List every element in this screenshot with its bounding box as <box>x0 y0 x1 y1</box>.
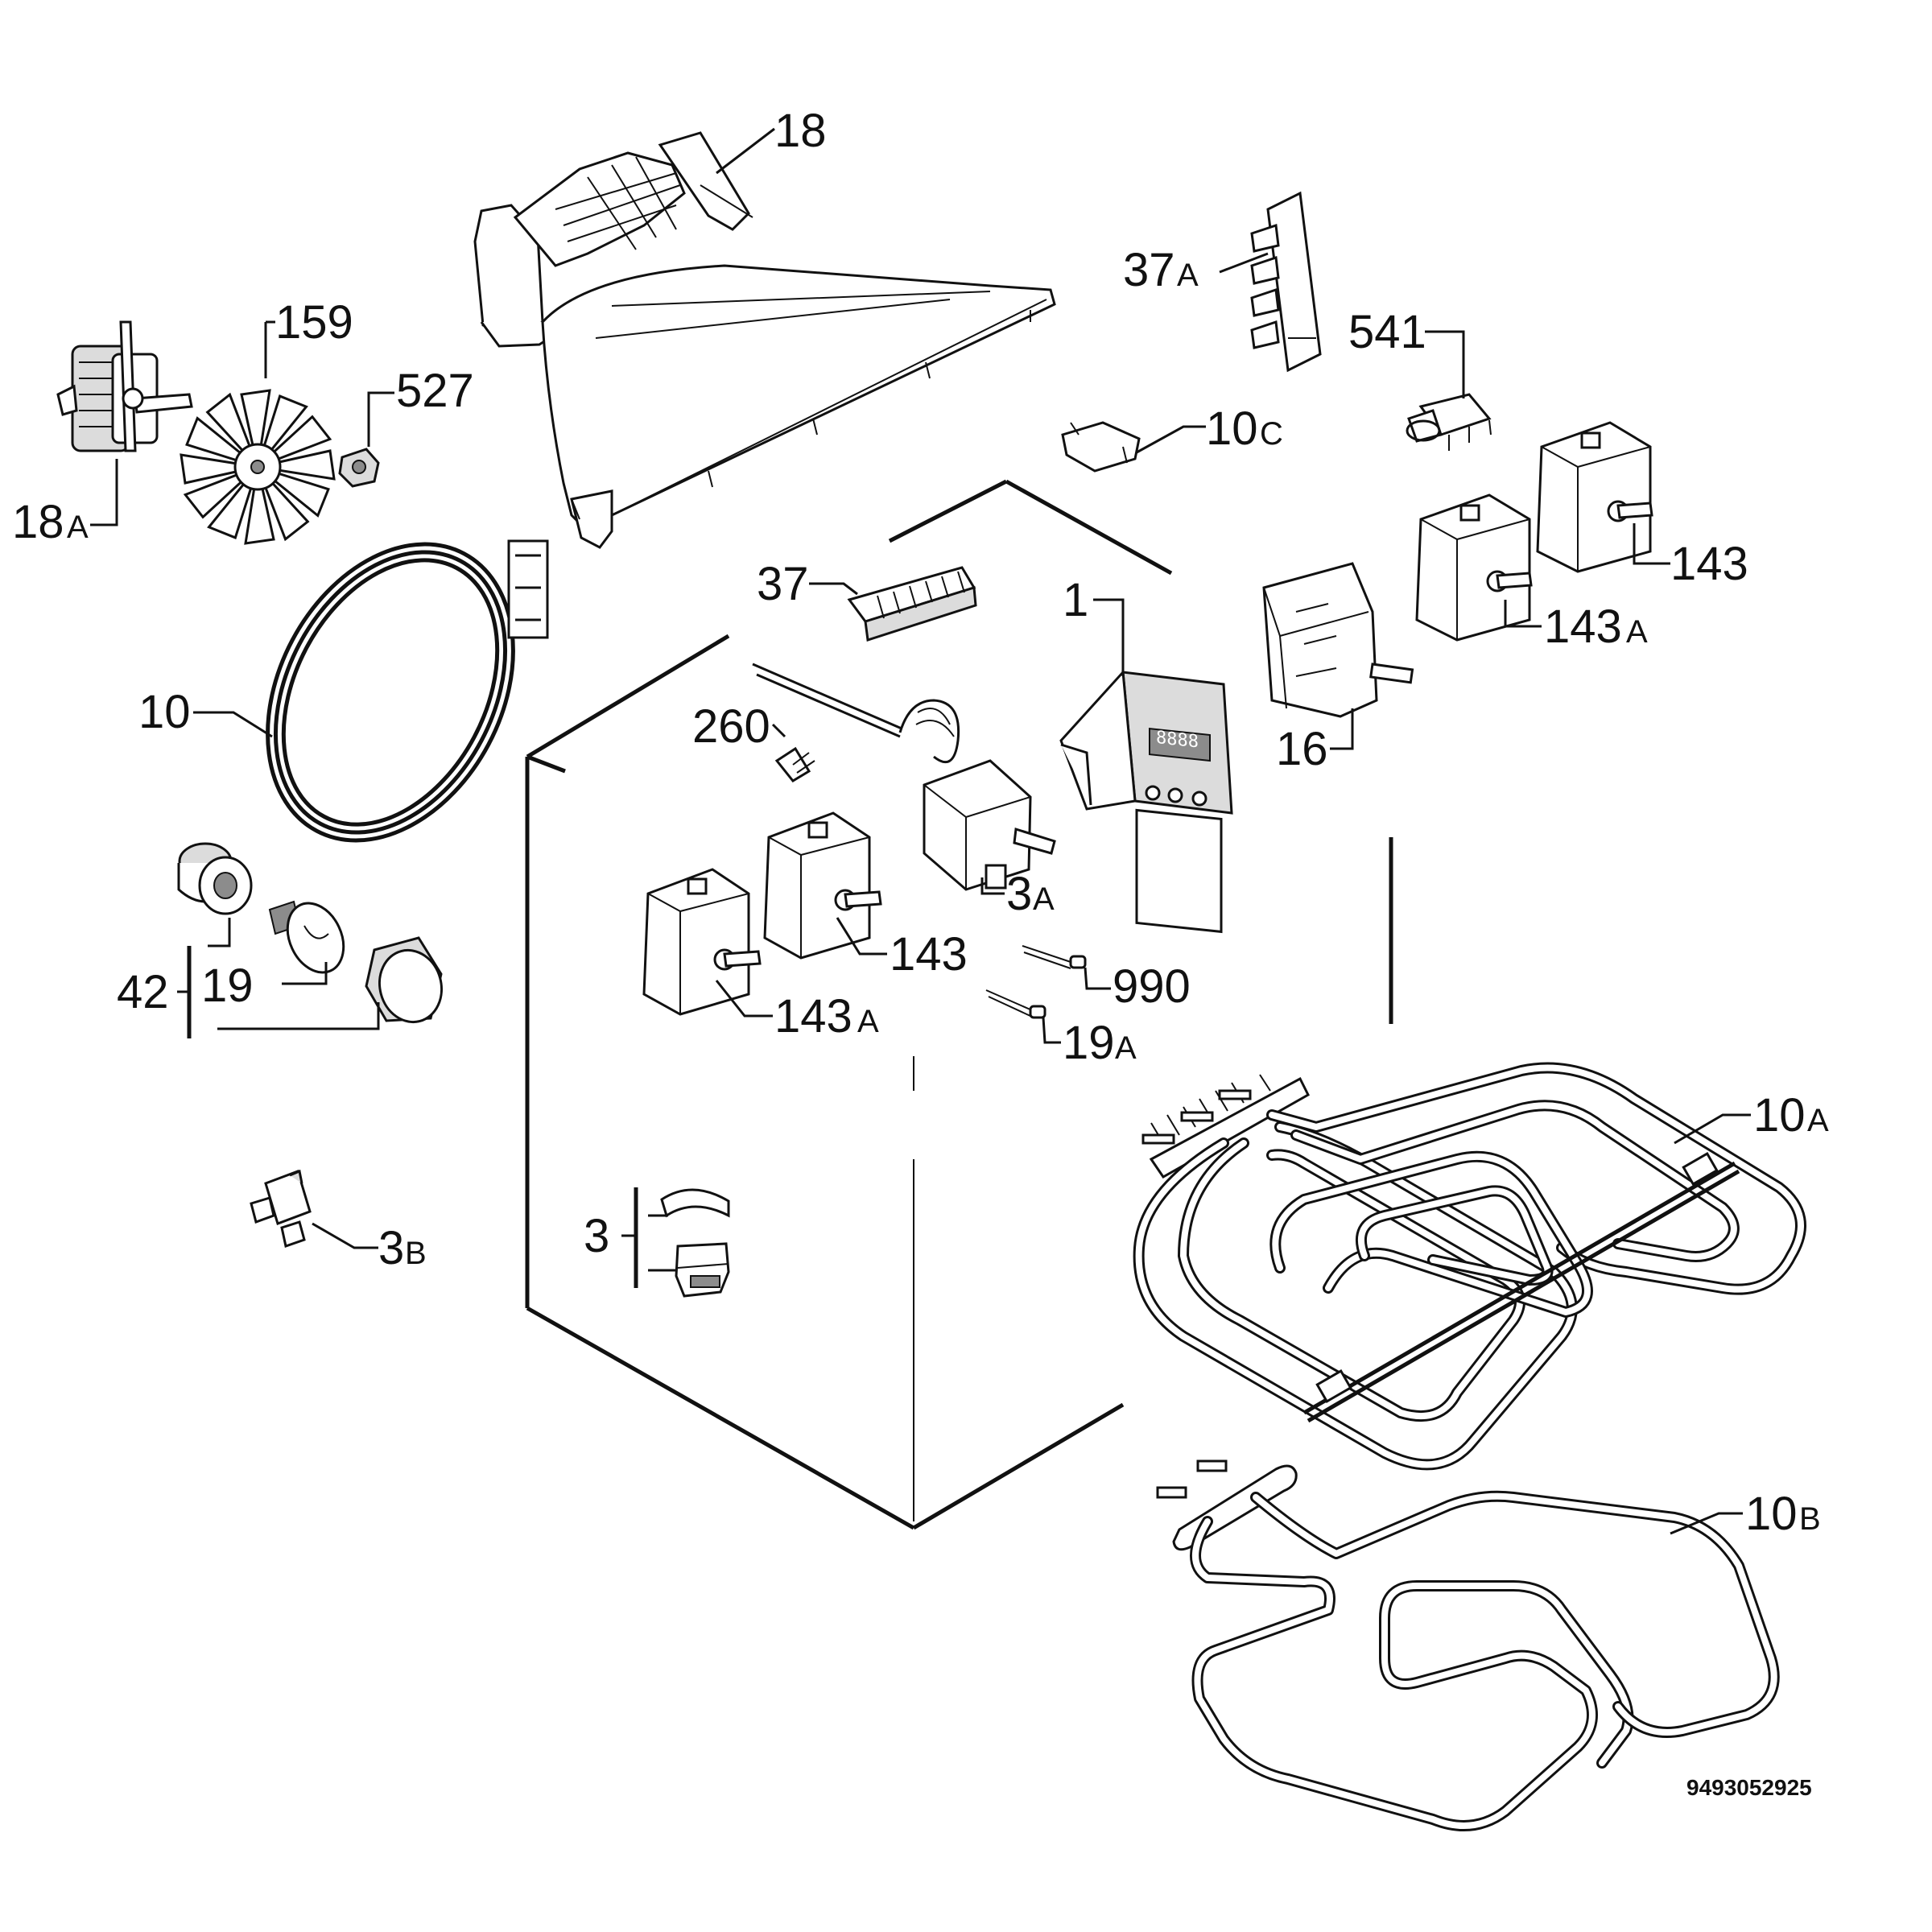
energy-regulator-left-a[interactable] <box>642 868 762 1016</box>
label-10a: 10 A <box>1674 1089 1829 1145</box>
electronic-timer[interactable]: 8888 <box>1059 669 1233 934</box>
label-suffix: A <box>1626 614 1648 650</box>
label-suffix: C <box>1260 416 1283 452</box>
label-suffix: A <box>1115 1030 1137 1066</box>
label-text: 990 <box>1113 960 1191 1013</box>
fan-motor[interactable] <box>56 320 193 452</box>
label-text: 143 <box>774 990 852 1042</box>
label-1: 1 <box>1063 574 1125 676</box>
label-suffix: A <box>1033 881 1055 917</box>
label-18a: 18 A <box>12 459 118 548</box>
label-10b: 10 B <box>1670 1488 1821 1540</box>
bottom-heating-element[interactable] <box>1156 1459 1780 1831</box>
label-143-left: 143 <box>836 917 968 980</box>
label-19-lamp: 19 <box>201 960 254 1012</box>
reference-code: 9493052925 <box>1686 1775 1812 1800</box>
label-text: 19 <box>1063 1017 1115 1069</box>
label-text: 143 <box>890 928 968 980</box>
label-37: 37 <box>757 558 858 610</box>
thermostat-capillary <box>752 663 960 764</box>
energy-regulator-right[interactable] <box>1536 421 1653 573</box>
label-260: 260 <box>692 700 786 753</box>
label-suffix: A <box>1807 1103 1829 1138</box>
clip-upper[interactable] <box>660 1188 730 1218</box>
oven-cavity-outline <box>525 479 1393 1530</box>
label-37a: 37 A <box>1123 244 1269 296</box>
label-text: 10 <box>1753 1089 1806 1141</box>
lamp-holder[interactable] <box>177 842 253 915</box>
label-suffix: A <box>857 1004 879 1039</box>
lamp-bulb[interactable] <box>268 894 354 982</box>
label-text: 541 <box>1348 306 1426 358</box>
label-19a: 19 A <box>1042 1017 1137 1069</box>
label-3a: 3 A <box>980 868 1055 920</box>
fan-blade[interactable] <box>180 389 336 545</box>
clip-lower[interactable] <box>675 1242 730 1298</box>
energy-regulator-left[interactable] <box>763 811 882 960</box>
label-541: 541 <box>1348 306 1465 398</box>
label-text: 143 <box>1544 601 1622 653</box>
label-text: 16 <box>1276 723 1328 775</box>
label-143a-right: 143 A <box>1504 600 1648 653</box>
label-143-right: 143 <box>1633 523 1748 590</box>
label-text: 260 <box>692 700 770 753</box>
terminal-block-37[interactable] <box>847 566 977 642</box>
label-text: 3 <box>584 1210 609 1262</box>
label-3b: 3 B <box>312 1222 427 1274</box>
label-16: 16 <box>1276 708 1354 775</box>
label-text: 1 <box>1063 574 1088 626</box>
label-text: 37 <box>1123 244 1175 296</box>
lamp-cover[interactable] <box>365 936 449 1029</box>
label-text: 18 <box>12 496 64 548</box>
label-text: 3 <box>1006 868 1032 920</box>
element-bracket-10c[interactable] <box>1061 421 1141 473</box>
energy-regulator-right-a[interactable] <box>1415 493 1533 642</box>
label-527: 527 <box>367 365 474 447</box>
label-42-group: 42 19 <box>117 918 380 1038</box>
connector-19a[interactable] <box>985 989 1046 1019</box>
label-10-ring: 10 <box>138 686 273 738</box>
selector-switch[interactable] <box>1262 562 1414 718</box>
label-text: 159 <box>275 296 353 349</box>
label-text: 37 <box>757 558 809 610</box>
label-text: 18 <box>774 105 827 157</box>
connector-990[interactable] <box>1022 945 1087 969</box>
label-text: 527 <box>396 365 474 417</box>
fan-nut[interactable] <box>338 448 380 488</box>
label-3-group: 3 <box>584 1187 676 1288</box>
label-18-housing: 18 <box>716 105 827 175</box>
label-suffix: B <box>1799 1501 1821 1537</box>
thermal-cutout[interactable] <box>250 1169 312 1248</box>
thermostat[interactable] <box>923 759 1056 891</box>
label-text: 42 <box>117 966 169 1018</box>
timer-display-segments: 8888 <box>1156 728 1199 752</box>
label-990: 990 <box>1084 960 1191 1013</box>
label-text: 10 <box>138 686 191 738</box>
label-text: 10 <box>1745 1488 1798 1540</box>
door-switch-541[interactable] <box>1406 393 1492 451</box>
label-159: 159 <box>264 296 353 378</box>
ring-heating-element[interactable] <box>219 502 563 883</box>
label-suffix: B <box>405 1236 427 1271</box>
label-suffix: A <box>1177 258 1199 293</box>
sensor-260[interactable] <box>774 746 815 782</box>
label-143a-left: 143 A <box>715 980 879 1042</box>
fan-housing[interactable] <box>473 131 1056 549</box>
grill-heating-element[interactable] <box>1133 1062 1806 1471</box>
label-10c: 10 C <box>1136 402 1283 455</box>
label-suffix: A <box>67 510 89 545</box>
label-text: 143 <box>1670 538 1748 590</box>
label-text: 3 <box>378 1222 404 1274</box>
label-text: 10 <box>1206 402 1258 455</box>
terminal-block-37a[interactable] <box>1250 191 1322 373</box>
